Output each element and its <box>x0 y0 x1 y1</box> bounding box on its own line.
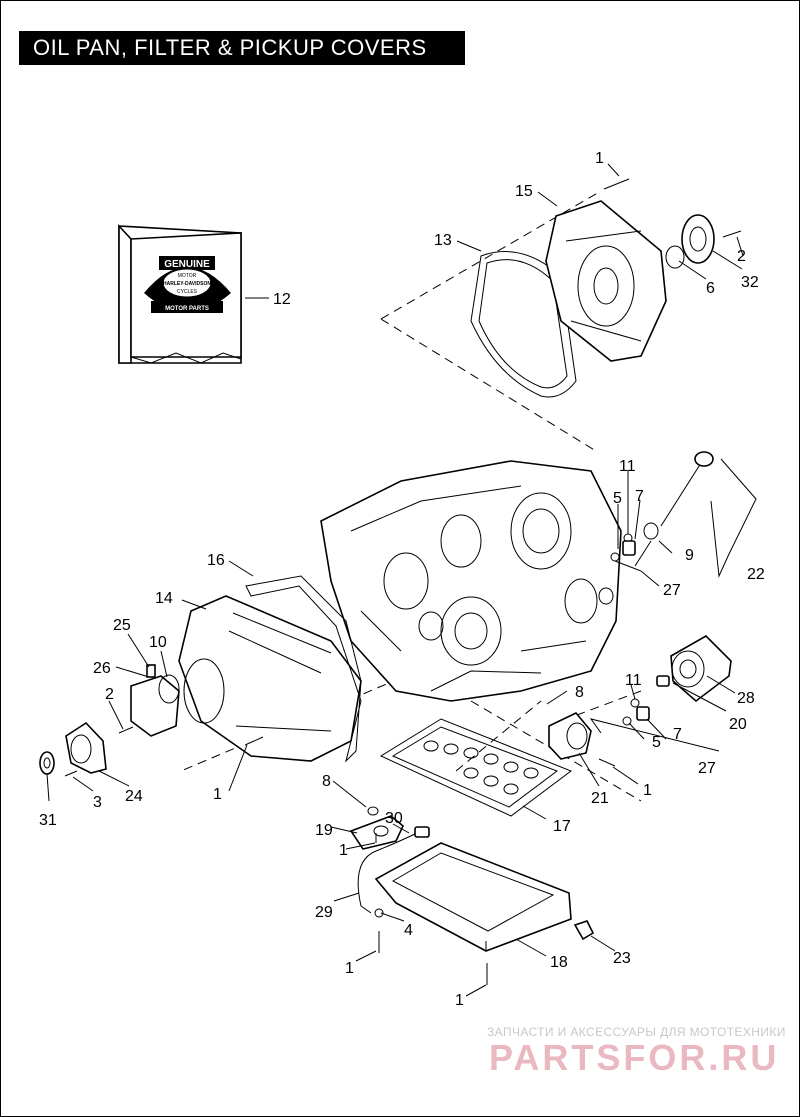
callout-15: 15 <box>515 183 533 200</box>
callout-10: 10 <box>149 634 167 651</box>
callout-25: 25 <box>113 617 131 634</box>
genuine-badge: GENUINE MOTOR HARLEY-DAVIDSON CYCLES MOT… <box>144 256 231 313</box>
callout-7: 7 <box>673 726 682 743</box>
badge-genuine-text: GENUINE <box>164 259 210 270</box>
primary-cover-14 <box>178 595 362 762</box>
callout-24: 24 <box>125 788 143 805</box>
callout-1: 1 <box>345 960 354 977</box>
callout-30: 30 <box>385 810 403 827</box>
title-bar: OIL PAN, FILTER & PICKUP COVERS <box>19 31 465 65</box>
dipstick-22 <box>643 451 714 540</box>
callout-26: 26 <box>93 660 111 677</box>
oil-filter-28 <box>670 635 732 703</box>
callout-21: 21 <box>591 790 609 807</box>
callout-6: 6 <box>706 280 715 297</box>
page-title: OIL PAN, FILTER & PICKUP COVERS <box>33 35 427 60</box>
callout-22: 22 <box>747 566 765 583</box>
bolts-top <box>603 178 742 238</box>
callout-14: 14 <box>155 590 173 607</box>
badge-motor-parts-text: MOTOR PARTS <box>165 306 209 312</box>
callout-1: 1 <box>455 992 464 1009</box>
badge-hd-text: HARLEY-DAVIDSON <box>163 281 211 287</box>
callout-4: 4 <box>404 922 413 939</box>
oil-pan-18 <box>374 842 572 952</box>
adapter-20 <box>656 675 670 687</box>
callout-2: 2 <box>105 686 114 703</box>
callout-16: 16 <box>207 552 225 569</box>
gasket-16 <box>245 575 362 763</box>
gasket-17 <box>379 718 573 817</box>
callout-17: 17 <box>553 818 571 835</box>
bolts-bottom <box>378 931 488 985</box>
callout-31: 31 <box>39 812 57 829</box>
callout-7: 7 <box>635 488 644 505</box>
callout-23: 23 <box>613 950 631 967</box>
callout-9: 9 <box>685 547 694 564</box>
hose-29 <box>357 826 430 918</box>
callout-11: 11 <box>619 458 636 475</box>
filter-mount-21 <box>548 712 616 767</box>
callout-27: 27 <box>698 760 716 777</box>
callout-5: 5 <box>652 734 661 751</box>
callout-5: 5 <box>613 490 622 507</box>
gasket-13 <box>470 251 577 398</box>
callout-8: 8 <box>575 684 584 701</box>
callout-1: 1 <box>643 782 652 799</box>
callout-32: 32 <box>741 274 759 291</box>
callout-12: 12 <box>273 291 291 308</box>
callout-28: 28 <box>737 690 755 707</box>
callout-11: 11 <box>625 672 642 689</box>
callout-3: 3 <box>93 794 102 811</box>
callout-20: 20 <box>729 716 747 733</box>
watermark-tagline: ЗАПЧАСТИ И АКСЕССУАРЫ ДЛЯ МОТОТЕХНИКИ <box>487 1025 786 1039</box>
callout-1: 1 <box>595 150 604 167</box>
crankcase <box>320 460 622 702</box>
bolts-left <box>64 726 264 777</box>
cover-24 <box>65 721 107 774</box>
cover-15 <box>545 200 667 362</box>
drain-plug-23 <box>573 920 595 941</box>
callout-19: 19 <box>315 822 333 839</box>
fitting-11-5-7-lower <box>622 698 650 726</box>
callout-2: 2 <box>737 248 746 265</box>
badge-motor-text: MOTOR <box>178 273 197 279</box>
callouts: 1 15 13 2 6 32 12 11 5 7 9 22 27 16 14 2… <box>39 150 765 1009</box>
callout-27: 27 <box>663 582 681 599</box>
badge-cycles-text: CYCLES <box>177 289 198 295</box>
callout-1: 1 <box>213 786 222 803</box>
seal-31 <box>39 751 55 775</box>
callout-29: 29 <box>315 904 333 921</box>
o-ring-6 <box>665 245 685 269</box>
callout-13: 13 <box>434 232 452 249</box>
seal-32 <box>681 214 715 264</box>
callout-8: 8 <box>322 773 331 790</box>
callout-1: 1 <box>339 842 348 859</box>
leader-lines <box>46 163 757 997</box>
callout-18: 18 <box>550 954 568 971</box>
housing-10 <box>130 664 180 737</box>
watermark-brand: PARTSFOR.RU <box>489 1037 780 1078</box>
